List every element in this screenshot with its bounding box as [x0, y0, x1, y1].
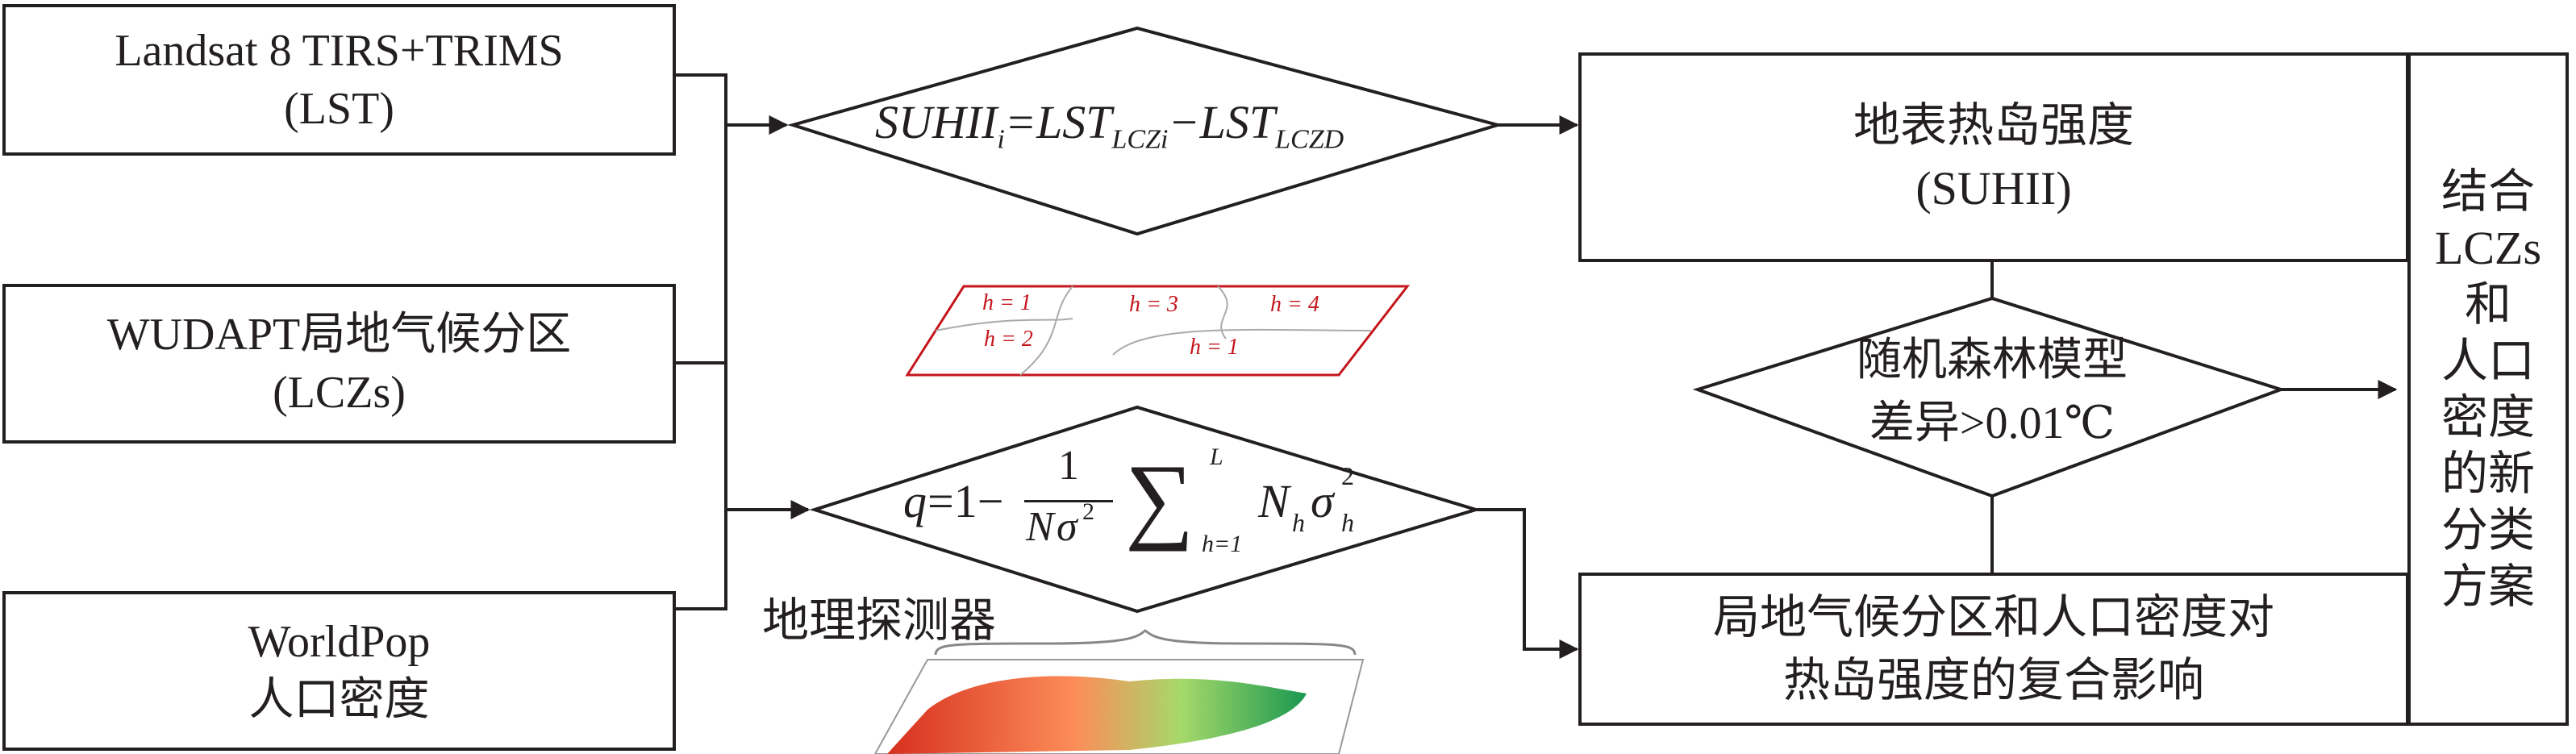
geodetector-formula: q =1− 1 N σ 2 ∑ L h=1 N h σ h 2 [903, 442, 1403, 571]
impact-line2: 热岛强度的复合影响 [1782, 654, 2204, 706]
strata-label: h = 1 [982, 290, 1032, 315]
formula2-den-n: N [1026, 504, 1054, 550]
formula1-minus: −LST [1168, 96, 1276, 148]
formula2-sum-bottom: h=1 [1202, 531, 1243, 557]
result-box: 结合 LCZs 和 人口 密度 的新 分类 方案 [2407, 52, 2569, 726]
strata-map [905, 285, 1411, 377]
formula2-sum: ∑ [1125, 444, 1194, 552]
formula2-nh: N [1258, 475, 1290, 527]
formula2-den-sigma: σ [1057, 504, 1078, 550]
suhii-title: 地表热岛强度 [1853, 99, 2134, 152]
rf-criterion: 差异>0.01℃ [1869, 398, 2115, 448]
arrow-formula2-to-impact [1476, 508, 1579, 659]
formula1-eq: =LST [1004, 96, 1112, 148]
formula2-sigma-sup: 2 [1341, 461, 1354, 490]
formula2-numerator: 1 [1058, 443, 1079, 489]
result-text: 结合 [2441, 165, 2535, 218]
landsat-connector [676, 73, 727, 125]
heat-map-image [873, 659, 1365, 754]
suhii-subtitle: (SUHII) [1915, 162, 2072, 215]
result-text: 密度 [2441, 390, 2535, 444]
result-text: 和 [2464, 277, 2511, 331]
landsat-input-box: Landsat 8 TIRS+TRIMS (LST) [2, 4, 676, 156]
formula1-sub-b: LCZD [1275, 124, 1344, 155]
result-text: 的新 [2441, 447, 2535, 500]
result-text: 人口 [2441, 334, 2535, 387]
worldpop-connector [676, 510, 727, 610]
strata-label: h = 4 [1270, 292, 1319, 317]
strata-label: h = 2 [984, 327, 1033, 352]
geodetector-label: 地理探测器 [762, 594, 997, 647]
formula1-main: SUHII [875, 96, 998, 148]
formula2-den-sup: 2 [1082, 498, 1094, 525]
suhii-box: 地表热岛强度 (SUHII) [1578, 52, 2409, 262]
rf-decision-text: 随机森林模型 差异>0.01℃ [1799, 329, 2186, 455]
result-text: LCZs [2434, 221, 2542, 274]
formula1-sub-a: LCZi [1111, 124, 1169, 155]
worldpop-title: WorldPop [248, 617, 431, 667]
geodetector-bracket [934, 629, 1357, 656]
formula2-eq: =1− [927, 475, 1004, 527]
result-text: 分类 [2441, 503, 2535, 556]
strata-label: h = 1 [1190, 335, 1239, 360]
suhii-formula: SUHIIi=LSTLCZi−LSTLCZD [875, 95, 1407, 156]
landsat-subtitle: (LST) [284, 84, 394, 134]
formula2-q: q [903, 475, 927, 527]
input-connectors [676, 73, 811, 610]
formula2-nh-sub: h [1292, 508, 1305, 537]
wudapt-subtitle: (LCZs) [273, 368, 406, 418]
fraction-bar [1024, 500, 1113, 502]
impact-line1: 局地气候分区和人口密度对 [1712, 591, 2274, 644]
strata-label: h = 3 [1129, 292, 1178, 317]
formula2-sigma-sub: h [1341, 508, 1354, 537]
formula2-sum-top: L [1210, 444, 1223, 470]
landsat-title: Landsat 8 TIRS+TRIMS [115, 26, 564, 76]
result-text: 方案 [2441, 560, 2535, 613]
wudapt-input-box: WUDAPT局地气候分区 (LCZs) [2, 284, 676, 444]
formula2-sigma: σ [1311, 475, 1334, 527]
worldpop-subtitle: 人口密度 [248, 675, 430, 725]
rf-title: 随机森林模型 [1857, 335, 2128, 385]
worldpop-input-box: WorldPop 人口密度 [2, 591, 676, 751]
wudapt-title: WUDAPT局地气候分区 [106, 310, 572, 360]
formula1-sub-i: i [997, 124, 1005, 155]
impact-box: 局地气候分区和人口密度对 热岛强度的复合影响 [1578, 573, 2409, 726]
